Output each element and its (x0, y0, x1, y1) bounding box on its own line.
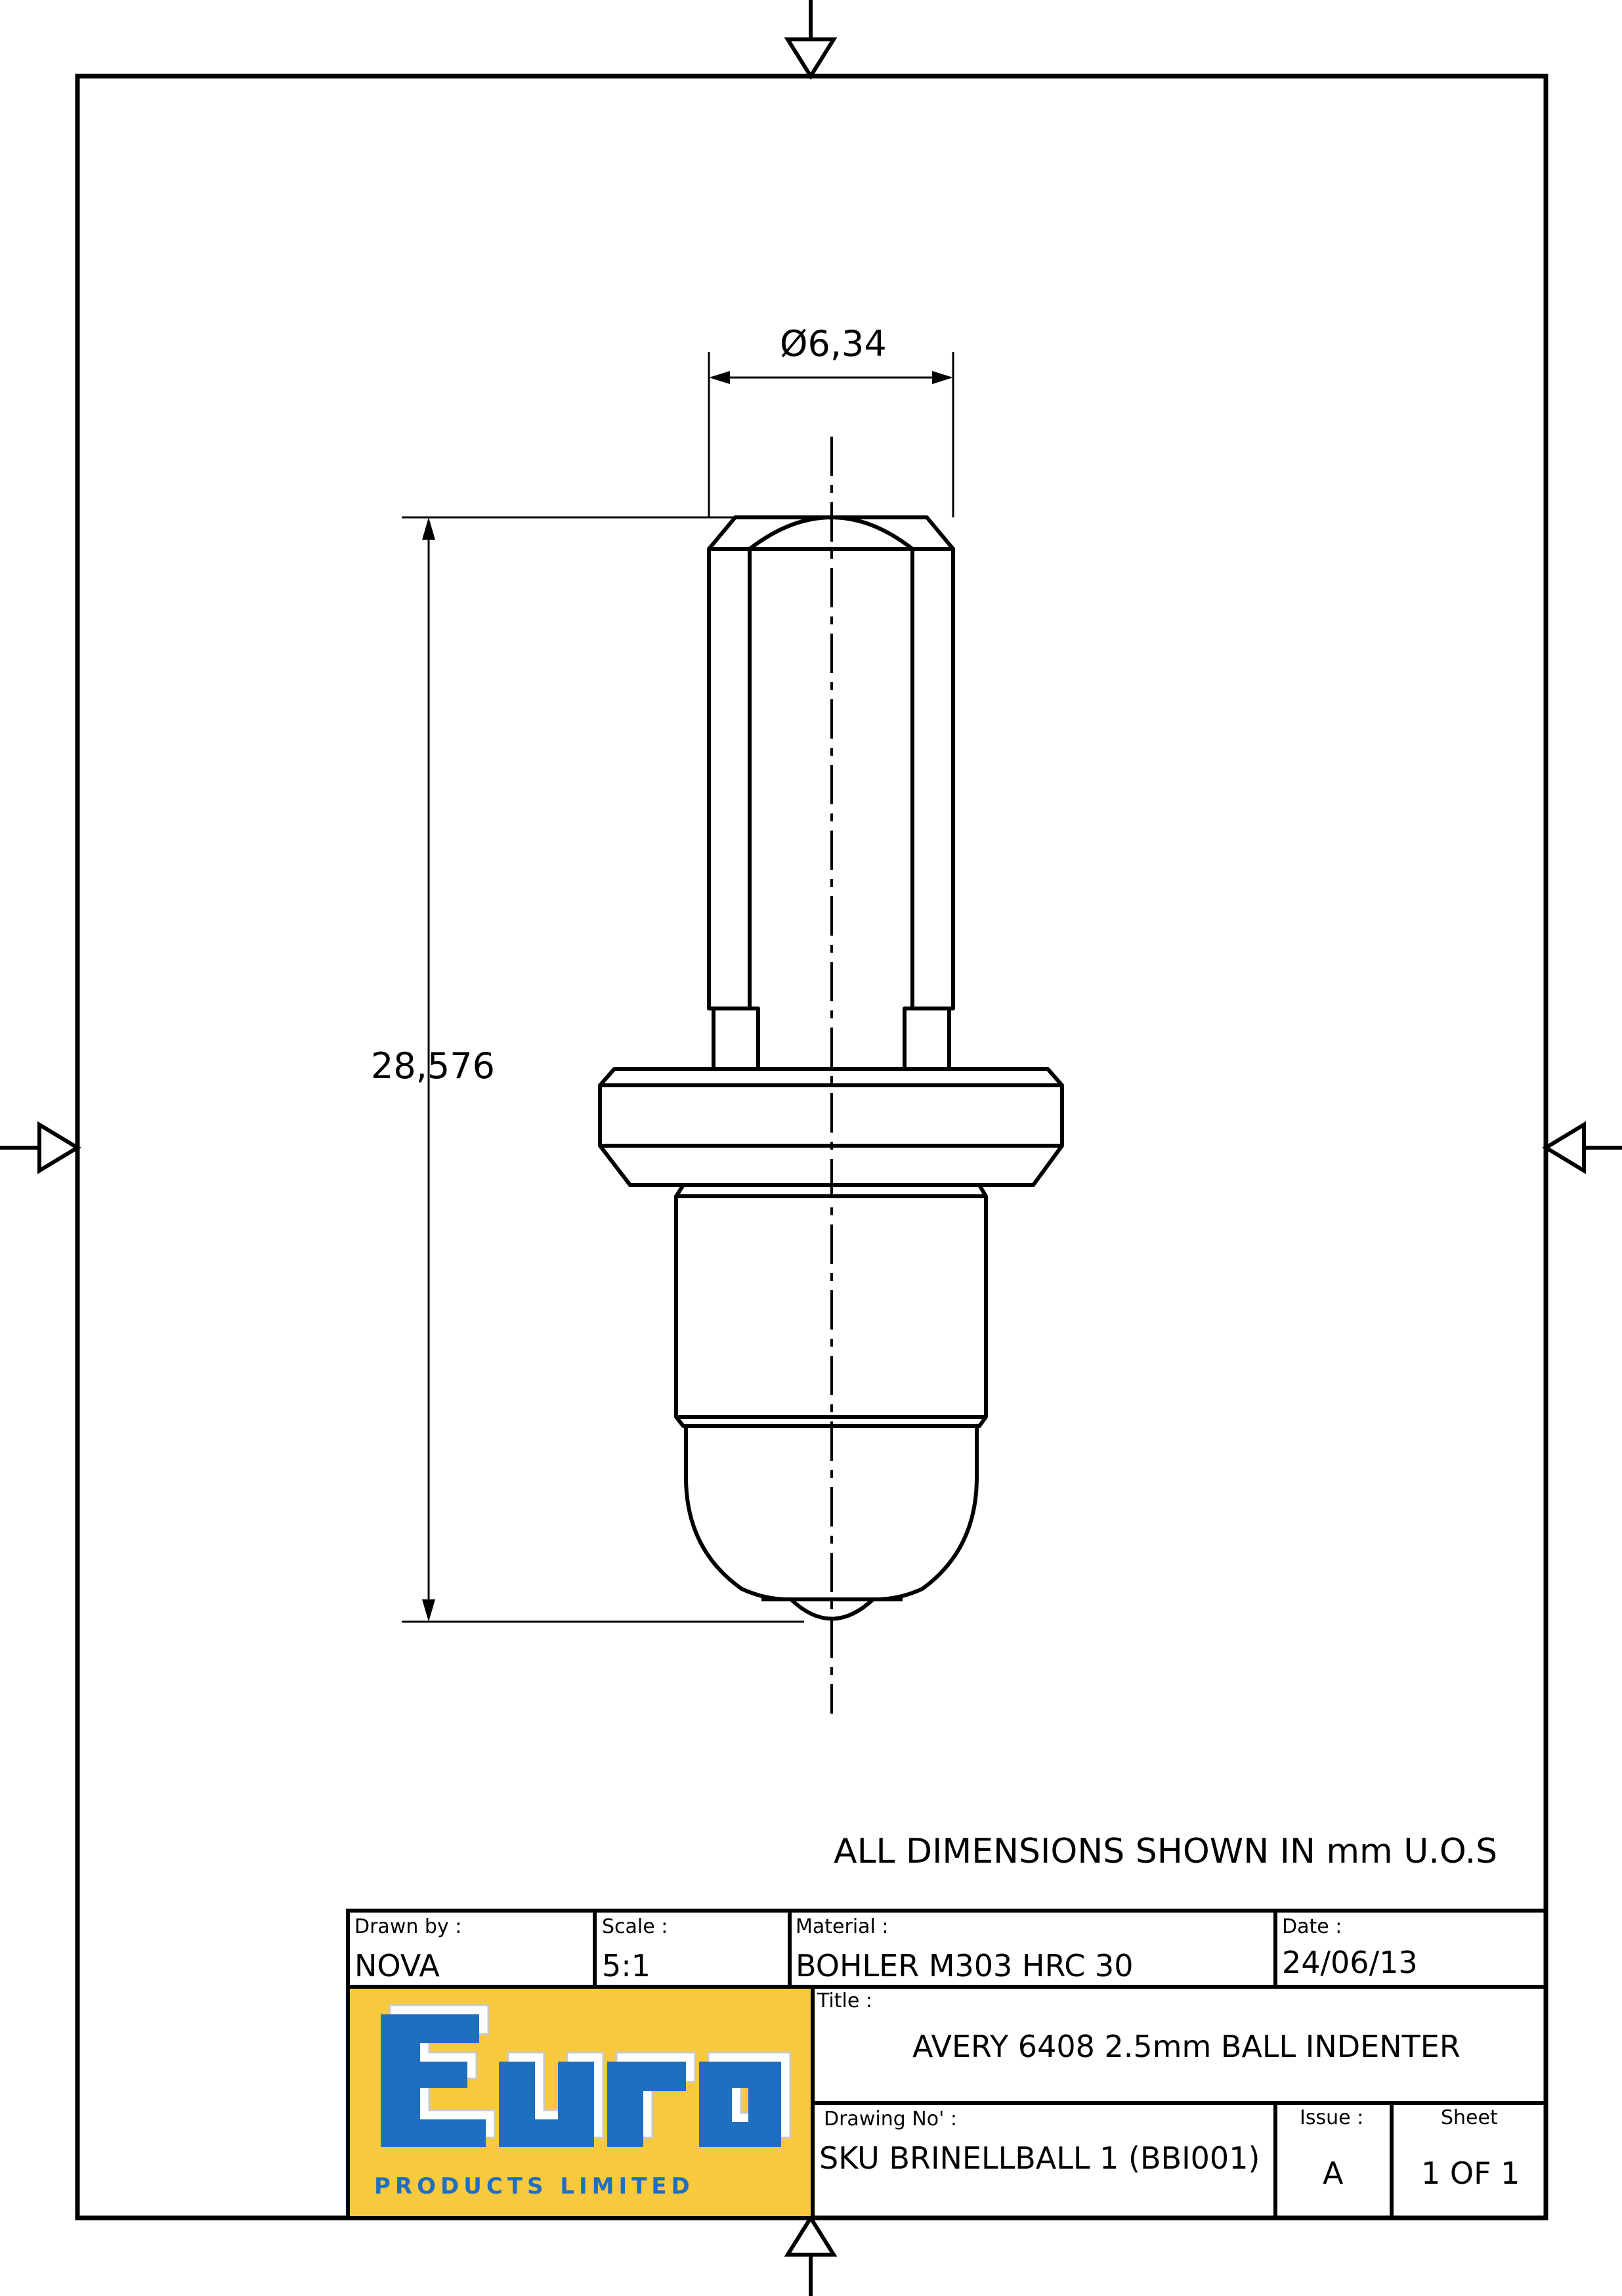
euro-logo-letters (381, 2004, 792, 2147)
logo-subtitle: PRODUCTS LIMITED (374, 2173, 694, 2199)
drawing-no-value: SKU BRINELLBALL 1 (BBI001) (819, 2140, 1260, 2176)
top-cap-chamfer (707, 515, 955, 551)
diameter-dimension (708, 352, 954, 517)
sheet-value: 1 OF 1 (1421, 2155, 1520, 2191)
body (674, 1183, 988, 1428)
date-label: Date : (1282, 1915, 1342, 1938)
collar (598, 1067, 1064, 1187)
right-centering-mark (1542, 1121, 1622, 1175)
right-leg-lower (903, 1007, 951, 1071)
title-label: Title : (817, 1989, 872, 2012)
date-value: 24/06/13 (1282, 1945, 1418, 1980)
bottom-centering-mark (784, 2214, 838, 2296)
length-dimension-text: 28,576 (371, 1045, 495, 1087)
issue-label: Issue : (1300, 2106, 1364, 2129)
issue-value: A (1323, 2155, 1344, 2191)
scale-value: 5:1 (602, 1948, 651, 1983)
top-centering-mark (784, 0, 838, 80)
left-leg-upper (707, 547, 752, 1010)
material-value: BOHLER M303 HRC 30 (796, 1948, 1134, 1983)
drawing-no-label: Drawing No' : (824, 2108, 957, 2131)
material-label: Material : (796, 1915, 889, 1938)
right-leg-upper (910, 547, 955, 1010)
left-leg-lower (712, 1007, 760, 1071)
dimensions-note: ALL DIMENSIONS SHOWN IN mm U.O.S (834, 1832, 1498, 1871)
title-block-grid (346, 1909, 1548, 2220)
drawn-by-value: NOVA (354, 1948, 440, 1983)
drawn-by-label: Drawn by : (354, 1915, 462, 1938)
length-dimension (402, 516, 804, 1623)
diameter-dimension-text: Ø6,34 (780, 323, 887, 364)
sheet-label: Sheet (1441, 2106, 1498, 2129)
title-value: AVERY 6408 2.5mm BALL INDENTER (912, 2029, 1461, 2064)
left-centering-mark (0, 1121, 81, 1175)
scale-label: Scale : (602, 1915, 668, 1938)
